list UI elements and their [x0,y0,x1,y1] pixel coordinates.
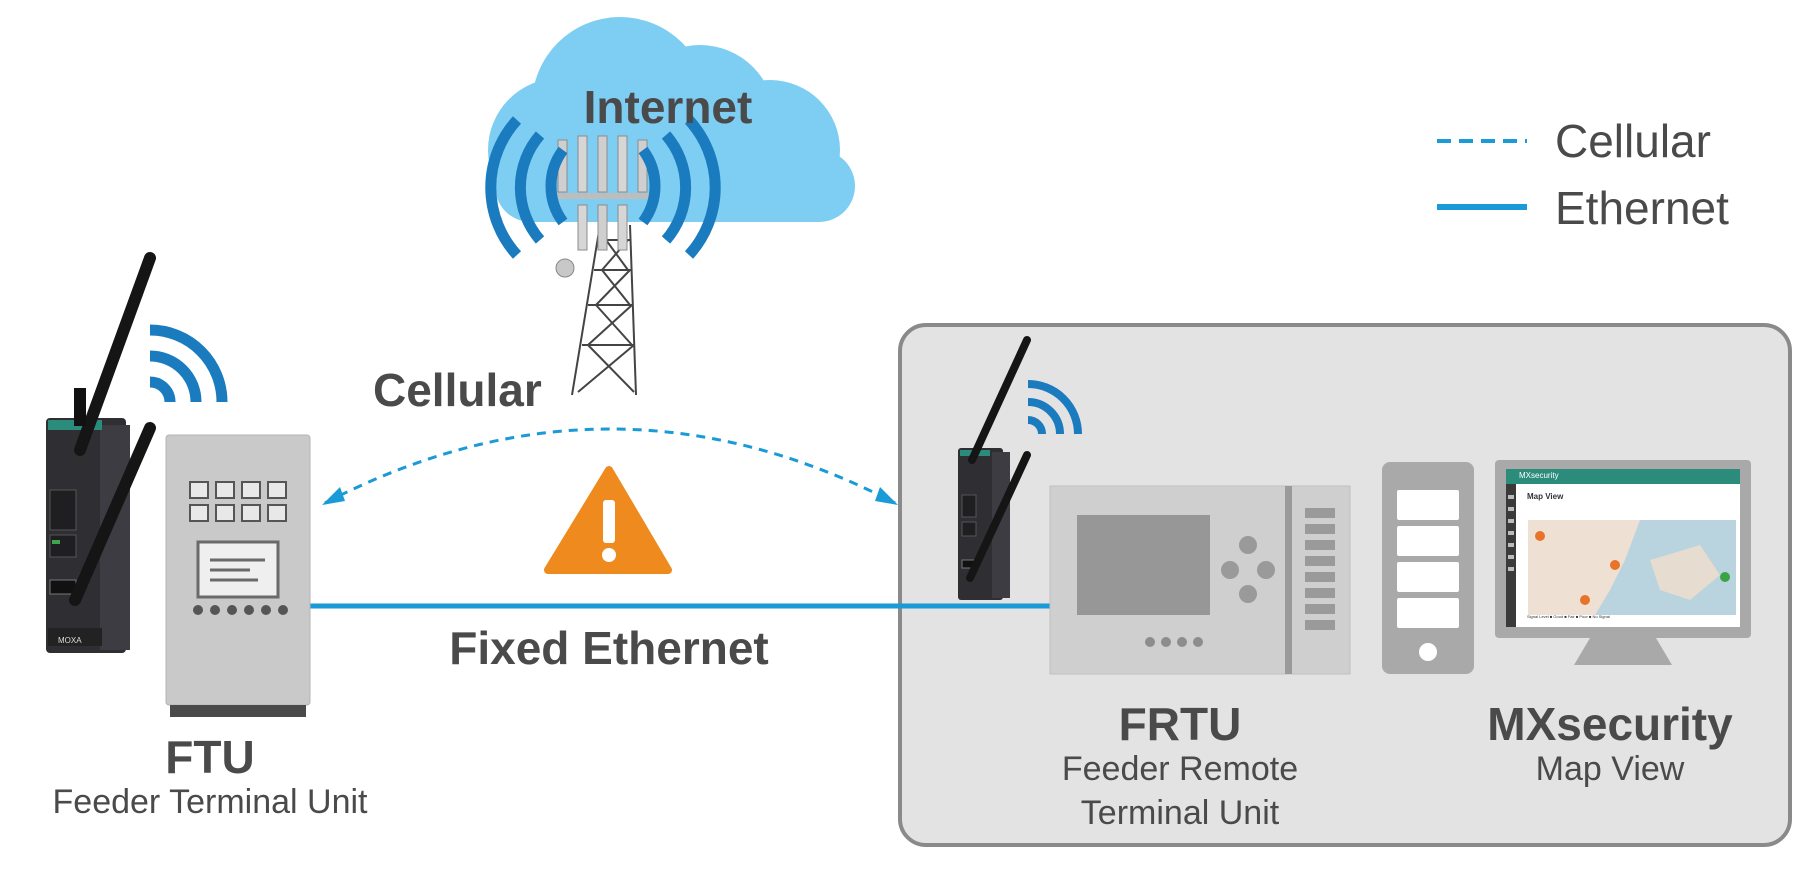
mxsecurity-subtitle: Map View [1535,750,1685,788]
frtu-panel-icon [1049,485,1351,675]
server-icon [1382,462,1474,674]
screen-legend: Signal Level ■ Good ■ Fair ■ Poor ■ No S… [1527,614,1610,619]
frtu-wifi-icon [1027,380,1082,435]
legend-cellular-label: Cellular [1555,115,1711,167]
ethernet-label: Fixed Ethernet [449,622,769,674]
cloud-icon [488,17,855,222]
frtu-subtitle-line1: Feeder Remote [1061,750,1299,788]
cell-tower-icon [555,135,650,396]
frtu-subtitle-line2: Terminal Unit [1080,794,1280,832]
frtu-router-icon [958,336,1031,600]
mxsecurity-title: MXsecurity [1487,698,1733,750]
cabinet-icon [165,434,311,717]
ftu-subtitle: Feeder Terminal Unit [52,783,368,821]
frtu-title: FRTU [1118,698,1242,750]
cellular-link [324,427,896,505]
router-brand-label: MOXA [58,636,82,645]
warning-icon [544,466,672,574]
screen-app-name: MXsecurity [1519,471,1559,480]
router-icon [46,252,156,653]
tower-signal-icon [485,116,721,259]
screen-page-title: Map View [1527,492,1564,501]
cloud-label: Internet [583,81,753,133]
arrowhead-left-icon [322,487,345,505]
cellular-label: Cellular [373,364,542,416]
ftu-title: FTU [165,731,255,783]
arrowhead-right-icon [875,487,898,505]
wifi-icon [149,324,228,403]
legend-ethernet-label: Ethernet [1555,182,1729,234]
monitor-icon [1495,460,1751,665]
